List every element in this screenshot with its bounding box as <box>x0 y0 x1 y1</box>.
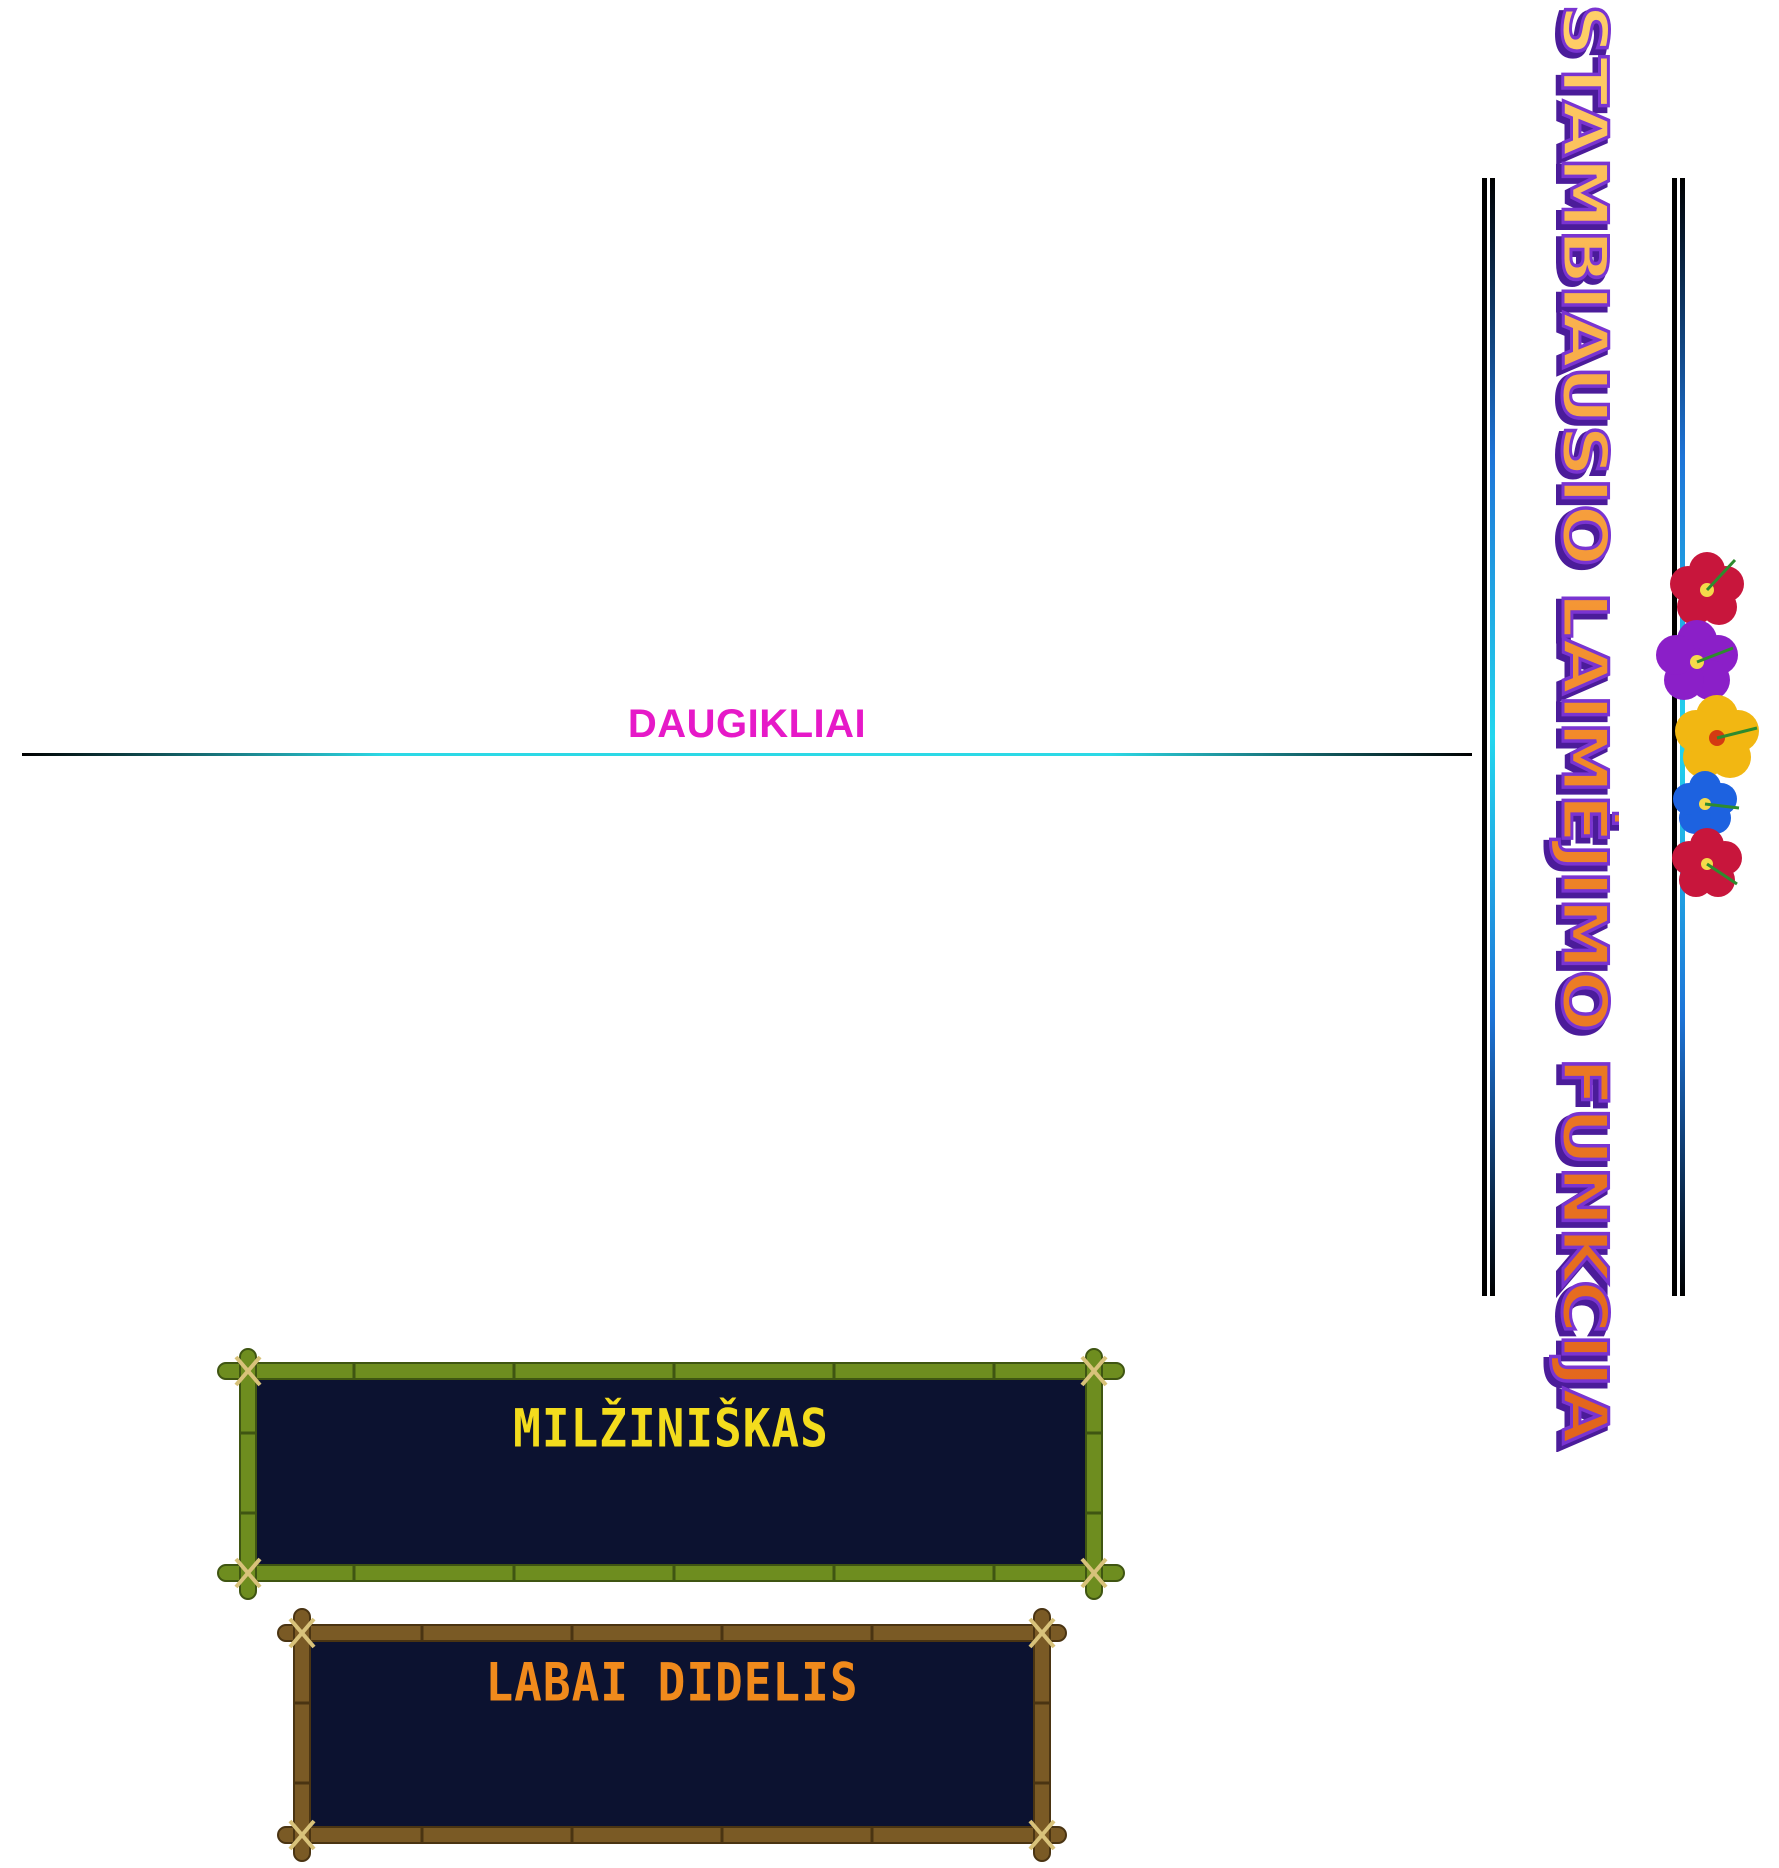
section-title: DAUGIKLIAI <box>627 702 867 746</box>
tier-panel-very-big: LABAI DIDELIS <box>272 1603 1072 1865</box>
hibiscus-flower-icon <box>1673 771 1740 834</box>
hibiscus-flower-icon <box>1672 828 1742 897</box>
vertical-title: STAMBIAUSIO LAIMĖJIMO FUNKCIJA STAMBIAUS… <box>1541 4 1619 1451</box>
tier-label-giant: MILŽINIŠKAS <box>513 1396 829 1460</box>
hibiscus-flower-icon <box>1670 552 1744 625</box>
section-divider <box>22 753 1472 756</box>
vertical-title-shadow: STAMBIAUSIO LAIMĖJIMO FUNKCIJA <box>1544 8 1617 1448</box>
hibiscus-flower-icon <box>1656 620 1738 700</box>
hibiscus-flower-column <box>1656 552 1759 897</box>
bamboo-frame <box>277 1608 1067 1862</box>
bamboo-frame <box>217 1348 1125 1600</box>
tier-label-very-big: LABAI DIDELIS <box>485 1650 859 1714</box>
left-vertical-rail <box>1482 178 1495 1296</box>
vertical-title-text: STAMBIAUSIO LAIMĖJIMO FUNKCIJA <box>1548 4 1619 1444</box>
hibiscus-flower-icon <box>1675 695 1759 778</box>
tier-panel-giant: MILŽINIŠKAS <box>214 1343 1128 1605</box>
